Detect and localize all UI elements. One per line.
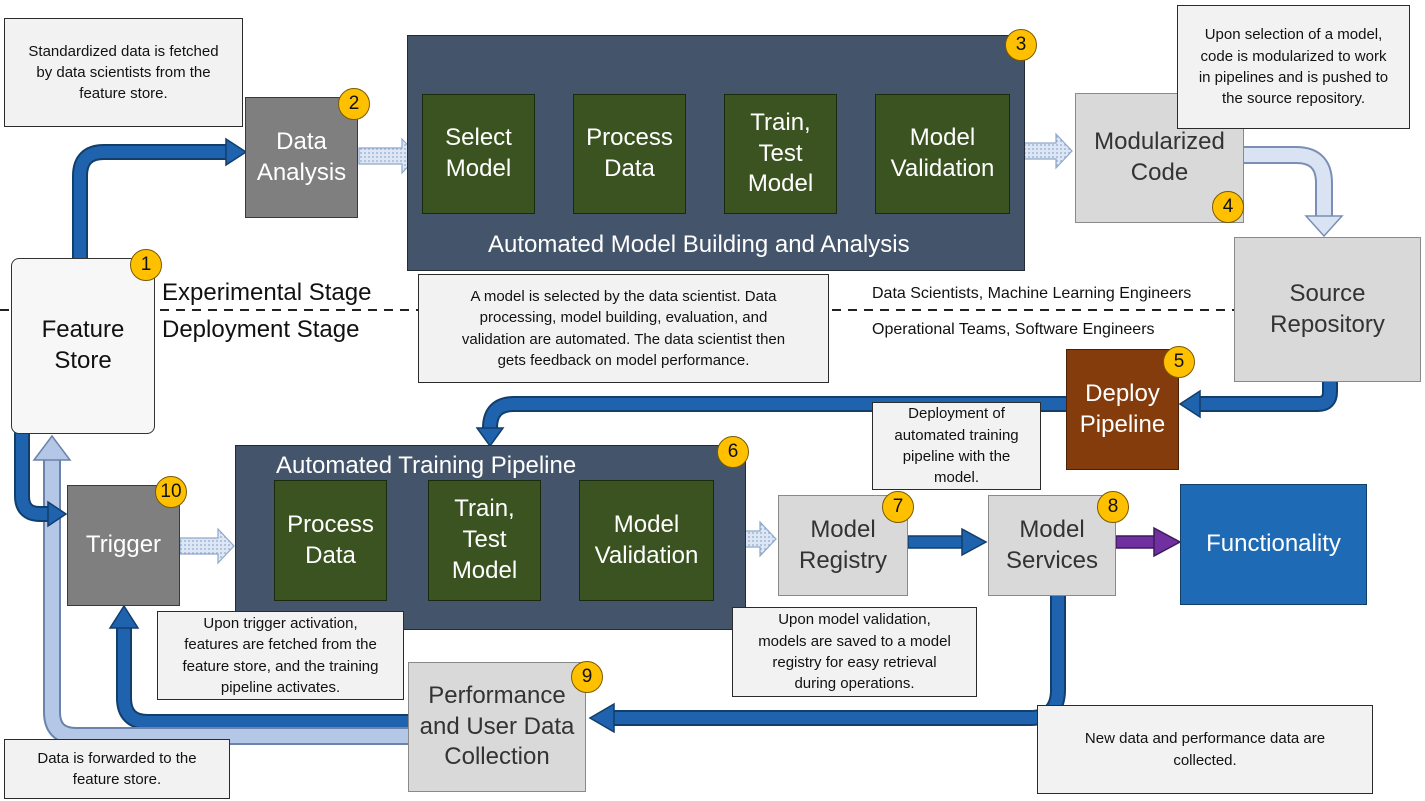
atp-model-validation-step: Model Validation	[579, 480, 714, 601]
arrow-feature-store-to-data-analysis	[72, 137, 248, 258]
model-services-node: Model Services	[988, 495, 1116, 596]
atp-model-validation-label: Model Validation	[594, 510, 699, 569]
experimental-roles-label: Data Scientists, Machine Learning Engine…	[872, 285, 1192, 302]
step-badge-10: 10	[155, 476, 187, 508]
amb-process-data-step: Process Data	[573, 94, 686, 214]
arrow-deploy-to-atp	[475, 396, 1066, 448]
model-registry-label: Model Registry	[798, 515, 888, 574]
amb-train-test-step: Train, Test Model	[724, 94, 837, 214]
step-badge-5: 5	[1163, 346, 1195, 378]
automated-model-building-title: Automated Model Building and Analysis	[488, 231, 910, 258]
feature-store-label: Feature Store	[41, 316, 125, 374]
functionality-node: Functionality	[1180, 484, 1367, 605]
functionality-label: Functionality	[1206, 530, 1341, 558]
deploy-pipeline-label: Deploy Pipeline	[1079, 379, 1166, 438]
arrow-feature-store-to-trigger	[14, 432, 68, 528]
amb-model-validation-label: Model Validation	[890, 124, 995, 182]
note-forwarded: Data is forwarded to the feature store.	[4, 739, 230, 799]
select-model-label: Select Model	[445, 124, 512, 182]
modularized-code-label: Modularized Code	[1094, 128, 1225, 186]
automated-training-pipeline-title: Automated Training Pipeline	[276, 452, 577, 479]
step-badge-9: 9	[571, 661, 603, 693]
source-repository-node: Source Repository	[1234, 237, 1421, 382]
data-analysis-label: Data Analysis	[256, 127, 347, 186]
performance-collection-label: Performance and User Data Collection	[419, 681, 575, 771]
note-trigger-activation: Upon trigger activation, features are fe…	[157, 611, 404, 700]
atp-process-data-label: Process Data	[287, 510, 374, 569]
performance-collection-node: Performance and User Data Collection	[408, 662, 586, 792]
model-services-label: Model Services	[1005, 515, 1099, 574]
note-standardized-data: Standardized data is fetched by data sci…	[4, 18, 243, 127]
note-model-registry: Upon model validation, models are saved …	[732, 607, 977, 697]
step-badge-1: 1	[130, 249, 162, 281]
step-badge-6: 6	[717, 436, 749, 468]
note-model-selected: A model is selected by the data scientis…	[418, 274, 829, 383]
arrow-registry-to-services	[907, 527, 988, 557]
note-deployment: Deployment of automated training pipelin…	[872, 402, 1041, 490]
arrow-performance-to-feature-store	[32, 434, 410, 745]
step-badge-7: 7	[882, 491, 914, 523]
arrow-performance-to-trigger	[108, 604, 410, 730]
step-badge-2: 2	[338, 88, 370, 120]
step-badge-3: 3	[1005, 29, 1037, 61]
select-model-step: Select Model	[422, 94, 535, 214]
step-badge-4: 4	[1212, 191, 1244, 223]
trigger-label: Trigger	[85, 531, 162, 559]
feature-store-node: Feature Store	[11, 258, 155, 434]
arrow-services-to-functionality	[1115, 526, 1182, 558]
deploy-pipeline-node: Deploy Pipeline	[1066, 349, 1179, 470]
amb-model-validation-step: Model Validation	[875, 94, 1010, 214]
deployment-stage-label: Deployment Stage	[162, 316, 360, 343]
deployment-roles-label: Operational Teams, Software Engineers	[872, 321, 1155, 338]
atp-train-test-step: Train, Test Model	[428, 480, 541, 601]
step-badge-8: 8	[1097, 491, 1129, 523]
amb-process-data-label: Process Data	[586, 124, 673, 182]
arrow-modularized-to-source	[1244, 146, 1344, 238]
note-new-data: New data and performance data are collec…	[1037, 705, 1373, 794]
arrow-source-to-deploy	[1178, 382, 1338, 419]
atp-train-test-label: Train, Test Model	[451, 495, 518, 584]
atp-process-data-step: Process Data	[274, 480, 387, 601]
experimental-stage-label: Experimental Stage	[162, 279, 372, 306]
note-modularize-code: Upon selection of a model, code is modul…	[1177, 5, 1410, 129]
data-analysis-node: Data Analysis	[245, 97, 358, 218]
source-repository-label: Source Repository	[1270, 279, 1385, 338]
dotted-arrow-trigger-to-atp	[179, 527, 235, 565]
amb-train-test-label: Train, Test Model	[747, 108, 814, 198]
